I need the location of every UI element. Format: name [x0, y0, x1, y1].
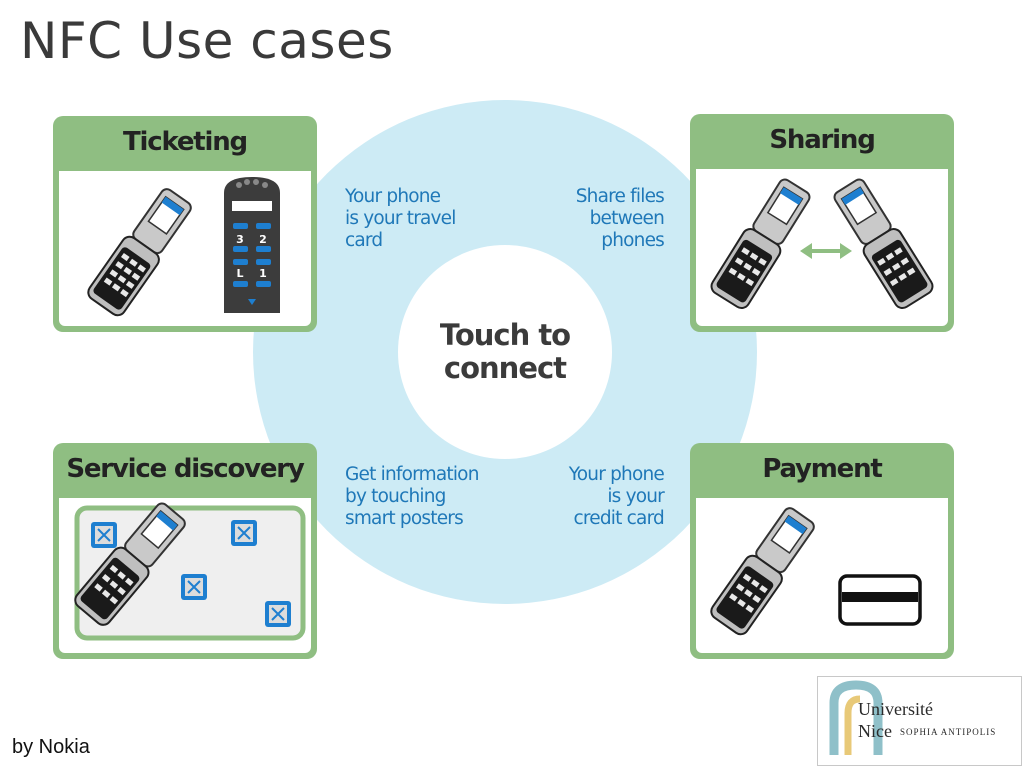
sharing-description-line-2: between: [589, 208, 665, 229]
payment-description-line-1: Your phone: [568, 464, 665, 485]
university-name-line-3: SOPHIA ANTIPOLIS: [900, 727, 997, 737]
center-label-line-2: connect: [443, 351, 567, 385]
reader-key-3: L: [236, 267, 243, 280]
nfc-tag-icon: [181, 574, 207, 600]
reader-key-4: 1: [259, 267, 267, 280]
payment-card-title: Payment: [762, 454, 883, 484]
service-discovery-card-title: Service discovery: [66, 454, 305, 484]
university-name-line-1: Université: [858, 699, 933, 719]
reader-key-1: 3: [236, 233, 244, 246]
ticketing-description-line-3: card: [345, 230, 383, 251]
sharing-description: Share files between phones: [540, 186, 665, 252]
ticketing-description: Your phone is your travel card: [345, 186, 456, 252]
service-discovery-description-line-3: smart posters: [345, 508, 464, 529]
slide-title: NFC Use cases: [20, 12, 394, 70]
double-arrow-icon: [800, 243, 852, 259]
flip-phone-icon: [74, 502, 186, 626]
payment-description: Your phone is your credit card: [540, 464, 665, 530]
service-discovery-description-line-2: by touching: [345, 486, 446, 507]
flip-phone-left-icon: [710, 178, 811, 310]
center-label: Touch to connect: [398, 245, 612, 459]
service-discovery-description: Get information by touching smart poster…: [345, 464, 479, 530]
service-discovery-description-line-1: Get information: [345, 464, 479, 485]
ticketing-card-body: 3 2 L 1: [59, 171, 311, 326]
reader-key-2: 2: [259, 233, 267, 246]
credit-card-icon: [838, 574, 922, 626]
ticketing-card-title: Ticketing: [123, 127, 248, 157]
nfc-tag-icon: [91, 522, 117, 548]
ticket-reader-icon: 3 2 L 1: [224, 177, 280, 313]
payment-description-line-2: is your: [607, 486, 664, 507]
sharing-card-body: [696, 169, 948, 326]
byline: by Nokia: [12, 736, 90, 758]
service-discovery-card: Service discovery: [53, 443, 317, 659]
nfc-tag-icon: [231, 520, 257, 546]
flip-phone-icon: [710, 507, 815, 636]
service-discovery-card-body: [59, 498, 311, 653]
university-emblem: [829, 680, 883, 755]
flip-phone-icon: [87, 188, 192, 317]
payment-description-line-3: credit card: [573, 508, 664, 529]
ticketing-description-line-2: is your travel: [345, 208, 456, 229]
ticketing-description-line-1: Your phone: [345, 186, 441, 207]
university-name-line-2: Nice: [858, 721, 892, 741]
sharing-card-title: Sharing: [769, 125, 875, 155]
payment-card: Payment: [690, 443, 954, 659]
sharing-card: Sharing: [690, 114, 954, 332]
ticketing-card: Ticketing: [53, 116, 317, 332]
nfc-tag-icon: [265, 601, 291, 627]
sharing-description-line-3: phones: [601, 230, 665, 251]
university-logo: Université Nice SOPHIA ANTIPOLIS: [817, 676, 1022, 766]
touch-ring-center: [398, 245, 612, 459]
center-label-line-1: Touch to: [439, 318, 571, 352]
payment-card-body: [696, 498, 948, 653]
sharing-description-line-1: Share files: [575, 186, 665, 207]
flip-phone-right-icon: [833, 178, 934, 310]
